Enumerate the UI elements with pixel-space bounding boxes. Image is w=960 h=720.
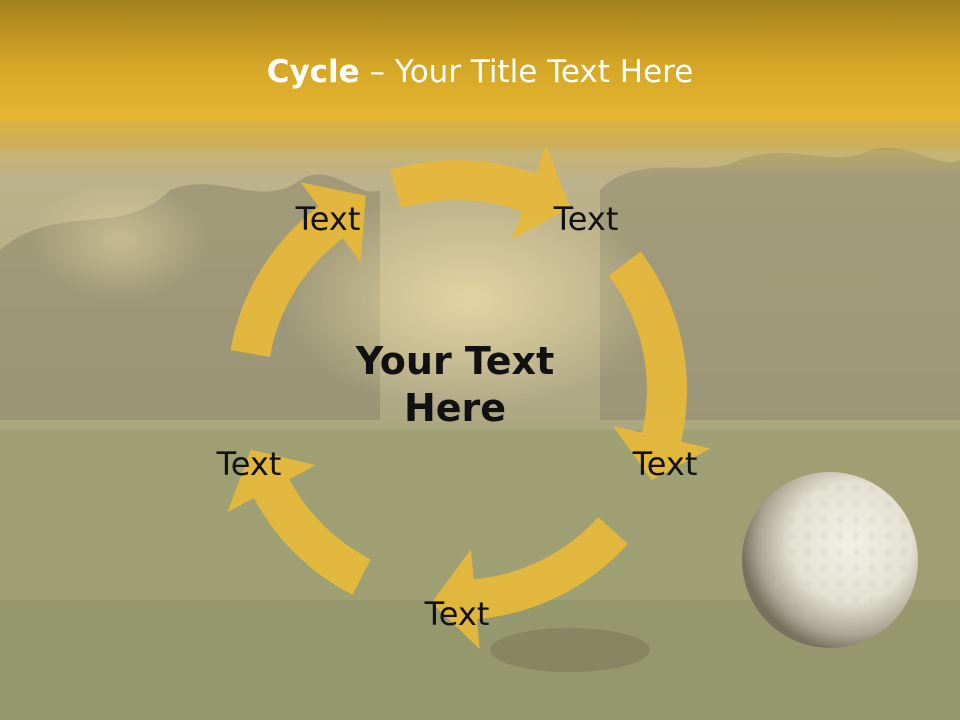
center-label-line2: Here — [403, 386, 507, 430]
cycle-node-label-4: Text — [424, 595, 490, 633]
title-bold: Cycle — [266, 54, 360, 90]
cycle-node-label-2: Text — [553, 200, 619, 238]
cycle-arrow-4 — [227, 449, 371, 595]
cycle-arrow-5 — [230, 182, 366, 357]
center-label-line1: Your Text — [355, 339, 555, 383]
slide-title: Cycle – Your Title Text Here — [0, 54, 960, 90]
cycle-node-label-5: Text — [216, 445, 282, 483]
cycle-arrow-1 — [389, 145, 571, 240]
cycle-node-label-3: Text — [632, 445, 698, 483]
center-label: Your Text Here — [335, 338, 575, 432]
cycle-arrow-2 — [608, 251, 711, 481]
cycle-arrow-3 — [431, 517, 628, 649]
cycle-node-label-1: Text — [295, 200, 361, 238]
title-rest: – Your Title Text Here — [359, 54, 694, 90]
